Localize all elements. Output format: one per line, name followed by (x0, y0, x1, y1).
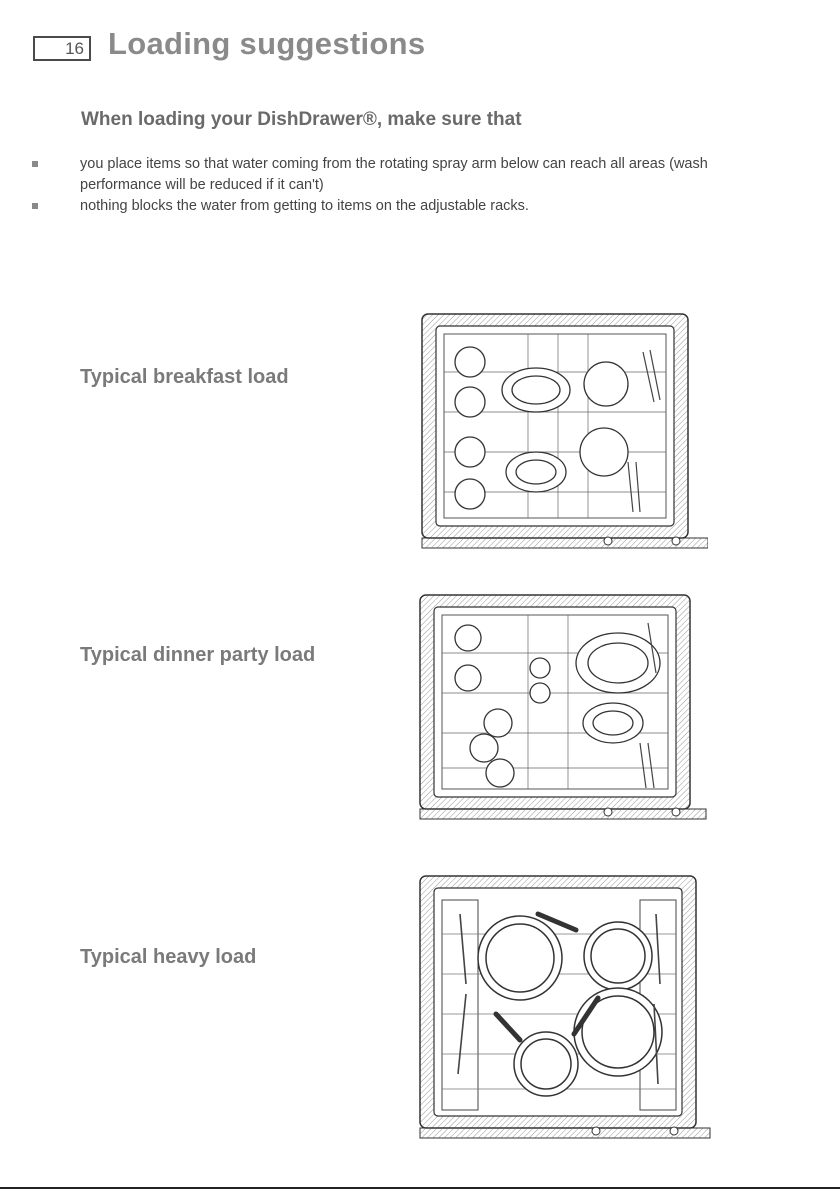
dinner-party-load-illustration (419, 594, 707, 820)
heavy-load-illustration (419, 875, 711, 1139)
bullet-item: you place items so that water coming fro… (32, 154, 772, 196)
breakfast-load-label: Typical breakfast load (80, 366, 289, 388)
bullet-item: nothing blocks the water from getting to… (32, 196, 772, 217)
square-bullet-icon (32, 161, 38, 167)
page-title: Loading suggestions (108, 26, 426, 61)
page-number: 16 (65, 38, 84, 58)
square-bullet-icon (32, 203, 38, 209)
page-number-box: 16 (33, 36, 91, 61)
heavy-load-label: Typical heavy load (80, 946, 257, 968)
dinner-party-load-label: Typical dinner party load (80, 644, 316, 666)
page-bottom-rule (0, 1187, 840, 1189)
breakfast-load-illustration (421, 313, 708, 549)
bullet-text: nothing blocks the water from getting to… (80, 198, 529, 214)
bullet-text: you place items so that water coming fro… (80, 156, 708, 193)
bullet-list: you place items so that water coming fro… (32, 154, 772, 217)
section-subtitle: When loading your DishDrawer®, make sure… (81, 109, 522, 130)
